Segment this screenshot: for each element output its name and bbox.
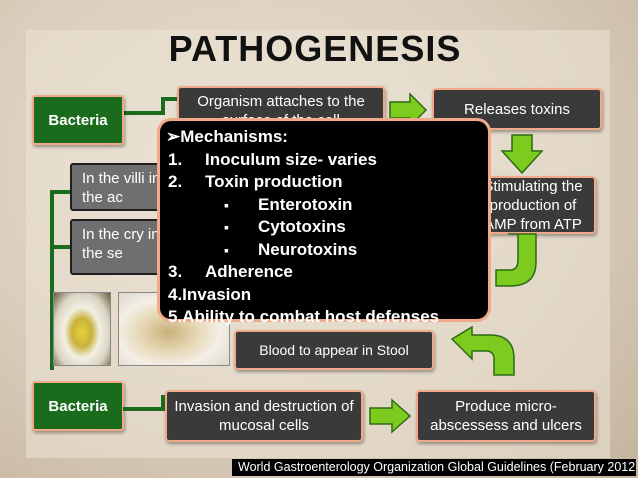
mechanism-subitem: ▪ Enterotoxin xyxy=(224,194,353,214)
citation-footer: World Gastroenterology Organization Glob… xyxy=(232,459,636,476)
mechanism-subitem: ▪ Cytotoxins xyxy=(224,217,346,236)
connector-line xyxy=(161,97,165,113)
tree-line xyxy=(50,190,54,370)
mechanisms-overlay: ➢Mechanisms: 1. Inoculum size- varies 2.… xyxy=(157,118,491,326)
bacteria-box-top: Bacteria xyxy=(32,95,124,145)
blood-in-stool-box: Blood to appear in Stool xyxy=(234,330,434,370)
mechanism-item: 5.Ability to combat host defenses xyxy=(168,307,440,326)
slide-title: PATHOGENESIS xyxy=(168,28,462,69)
mechanism-subitem: ▪ Neurotoxins xyxy=(224,239,358,259)
invasion-box: Invasion and destruction of mucosal cell… xyxy=(165,390,363,442)
mechanism-item: 4.Invasion xyxy=(168,284,252,304)
up-left-arrow-icon xyxy=(450,325,515,376)
connector-line xyxy=(123,407,165,411)
tree-line xyxy=(50,245,70,249)
tree-line xyxy=(50,190,70,194)
crypts-box: In the cry in the se xyxy=(70,219,170,275)
down-arrow-icon xyxy=(500,134,544,175)
connector-line xyxy=(161,97,179,101)
connector-line xyxy=(123,111,165,115)
villi-box: In the villi in the ac xyxy=(70,163,170,211)
mechanism-item: 2. Toxin production xyxy=(168,172,343,191)
abscess-box: Produce micro-abscessess and ulcers xyxy=(416,390,596,442)
mechanism-item: 3. Adherence xyxy=(168,262,293,281)
connector-line xyxy=(161,395,165,411)
stool-sample-photo xyxy=(53,292,111,366)
u-turn-arrow-icon xyxy=(495,233,537,287)
right-arrow-icon xyxy=(369,398,412,434)
arrow-bullet-icon: ➢ xyxy=(166,127,181,146)
mechanisms-heading: ➢Mechanisms: xyxy=(166,127,288,146)
bacteria-box-bottom: Bacteria xyxy=(32,381,124,431)
mechanism-item: 1. Inoculum size- varies xyxy=(168,149,377,169)
